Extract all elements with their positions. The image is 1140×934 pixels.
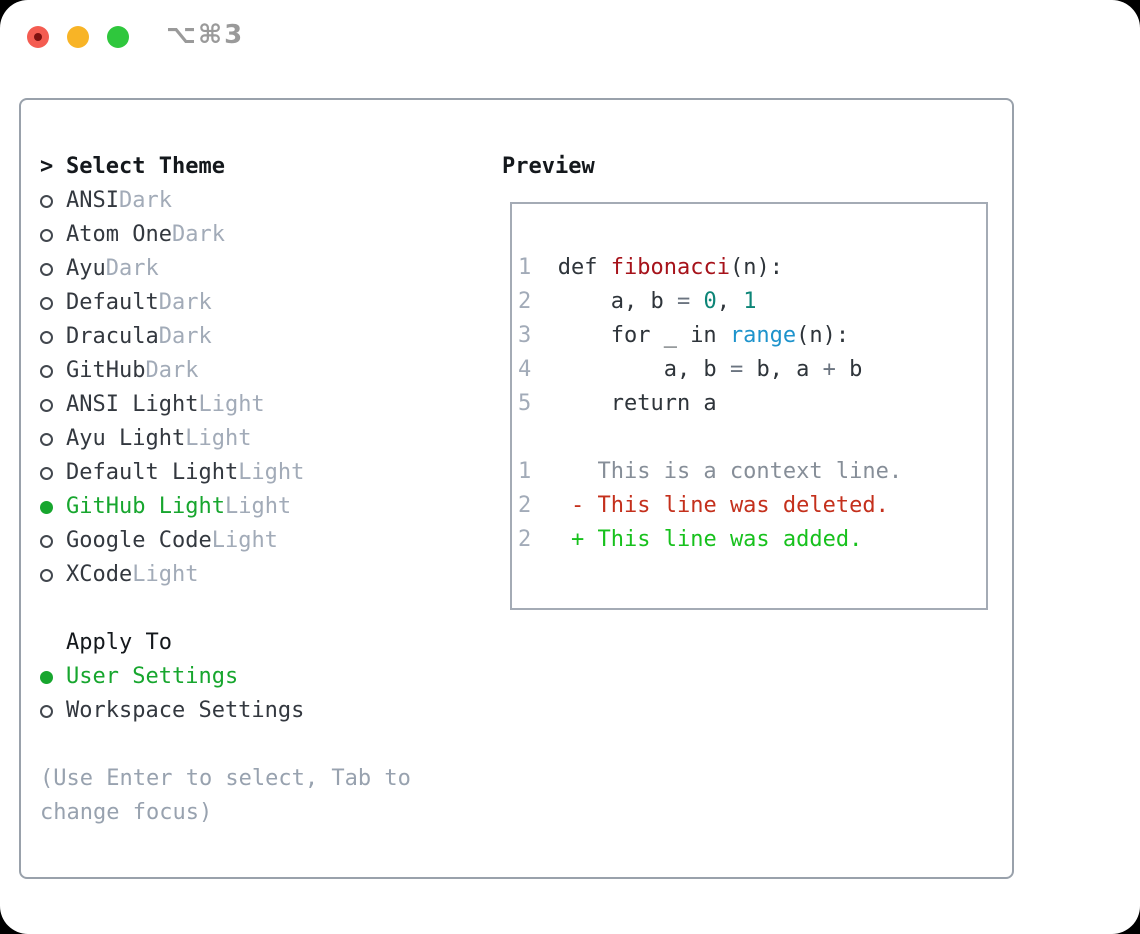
preview-code-line: 2 - This line was deleted. [518, 493, 889, 518]
preview-title: Preview [502, 154, 595, 179]
close-button-icon[interactable] [27, 26, 49, 48]
option-label: Google Code [66, 528, 212, 553]
radio-icon [40, 466, 53, 480]
radio-icon [40, 262, 53, 276]
preview-code-line: 3 for _ in range(n): [518, 323, 850, 348]
radio-icon [40, 364, 53, 378]
zoom-button-icon[interactable] [107, 26, 129, 48]
minimize-button-icon[interactable] [67, 26, 89, 48]
option-label: Ayu [66, 256, 106, 281]
theme-option[interactable]: Ayu Dark [40, 252, 411, 286]
theme-option[interactable]: GitHub Light Light [40, 490, 411, 524]
option-label: Workspace Settings [66, 698, 305, 723]
option-variant-label: Dark [118, 188, 172, 213]
theme-option[interactable]: XCode Light [40, 558, 411, 592]
preview-blank-line [518, 421, 978, 455]
option-label: GitHub Light [66, 494, 225, 519]
radio-icon [40, 534, 53, 548]
option-variant-label: Dark [158, 324, 212, 349]
option-label: ANSI Light [66, 392, 199, 417]
select-theme-title: Select Theme [66, 154, 225, 179]
theme-option[interactable]: ANSI Light Light [40, 388, 411, 422]
option-label: GitHub [66, 358, 146, 383]
option-variant-label: Dark [171, 222, 225, 247]
close-dot-icon [34, 33, 42, 41]
option-label: User Settings [66, 664, 239, 689]
hint-line-2: change focus) [40, 800, 213, 825]
option-label: Dracula [66, 324, 159, 349]
preview-pane: 1 def fibonacci(n): 2 a, b = 0, 1 3 for _ … [510, 202, 988, 610]
hint-line-1: (Use Enter to select, Tab to [40, 766, 411, 791]
apply-to-option[interactable]: User Settings [40, 660, 411, 694]
theme-option[interactable]: GitHub Dark [40, 354, 411, 388]
option-variant-label: Dark [158, 290, 212, 315]
theme-option[interactable]: Atom One Dark [40, 218, 411, 252]
theme-option[interactable]: Default Dark [40, 286, 411, 320]
theme-option[interactable]: Dracula Dark [40, 320, 411, 354]
option-label: XCode [66, 562, 133, 587]
radio-icon [40, 330, 53, 344]
option-label: Atom One [66, 222, 172, 247]
radio-selected-icon [40, 500, 53, 514]
radio-icon [40, 432, 53, 446]
option-variant-label: Light [224, 494, 292, 519]
option-variant-label: Dark [105, 256, 159, 281]
radio-icon [40, 296, 53, 310]
cursor-caret-icon: > [40, 154, 54, 179]
preview-code-line: 1 def fibonacci(n): [518, 255, 783, 280]
option-variant-label: Dark [145, 358, 199, 383]
option-label: Default Light [66, 460, 239, 485]
apply-to-title: Apply To [66, 630, 172, 655]
option-variant-label: Light [198, 392, 265, 417]
spacer [40, 728, 411, 762]
theme-option[interactable]: ANSI Dark [40, 184, 411, 218]
preview-code-line: 4 a, b = b, a + b [518, 357, 863, 382]
preview-code-line: 2 a, b = 0, 1 [518, 289, 757, 314]
option-label: Default [66, 290, 159, 315]
preview-code-line: 5 return a [518, 391, 717, 416]
radio-selected-icon [40, 670, 53, 684]
radio-icon [40, 704, 53, 718]
option-variant-label: Light [185, 426, 252, 451]
spacer [40, 592, 411, 626]
theme-option[interactable]: Default Light Light [40, 456, 411, 490]
option-variant-label: Light [132, 562, 199, 587]
radio-icon [40, 398, 53, 412]
option-label: ANSI [66, 188, 119, 213]
window-title: ⌥⌘3 [166, 20, 245, 50]
apply-to-header: Apply To [40, 626, 411, 660]
radio-icon [40, 568, 53, 582]
radio-icon [40, 194, 53, 208]
theme-option[interactable]: Ayu Light Light [40, 422, 411, 456]
radio-icon [40, 228, 53, 242]
theme-option[interactable]: Google Code Light [40, 524, 411, 558]
option-variant-label: Light [211, 528, 278, 553]
preview-code-line: 1 This is a context line. [518, 459, 903, 484]
apply-to-option[interactable]: Workspace Settings [40, 694, 411, 728]
option-variant-label: Light [238, 460, 305, 485]
preview-code-line: 2 + This line was added. [518, 527, 863, 552]
select-theme-header: > Select Theme [40, 150, 411, 184]
option-label: Ayu Light [66, 426, 186, 451]
